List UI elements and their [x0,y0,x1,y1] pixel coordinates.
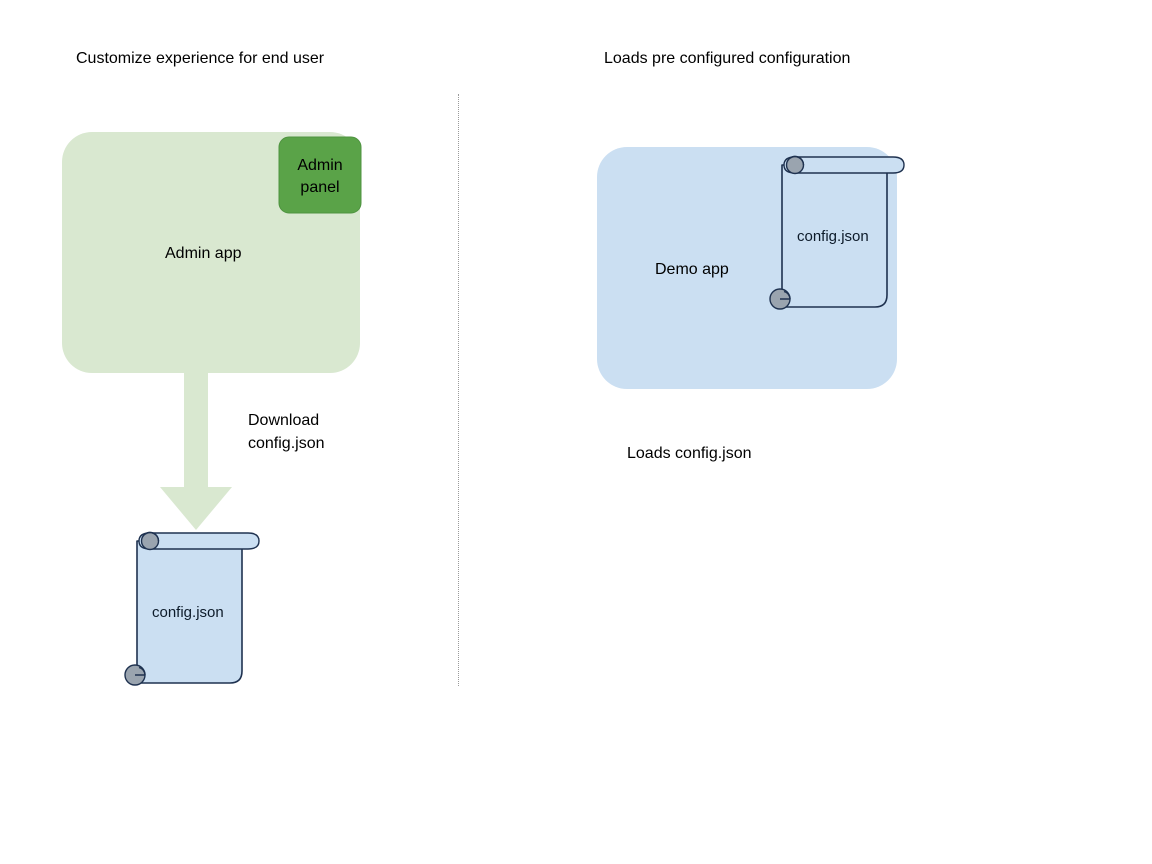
document-left-body[interactable] [136,540,243,684]
download-arrow [160,373,232,530]
admin-panel-label-line2: panel [300,179,340,196]
document-left-top-roll [138,532,260,550]
loads-config-caption: Loads config.json [627,445,752,462]
admin-panel-box[interactable] [278,136,362,214]
download-arrow-label-line2: config.json [248,435,325,452]
heading-right: Loads pre configured configuration [604,50,851,67]
panel-divider [458,94,459,686]
document-right-label: config.json [797,228,869,245]
download-arrow-label-line1: Download [248,412,320,429]
document-right-top-roll-curl [789,155,805,166]
admin-panel-label: Admin panel [280,155,360,199]
admin-panel-label-line1: Admin [297,157,343,174]
document-right-body[interactable] [781,164,888,308]
document-right-top-roll [783,156,905,174]
document-left-top-roll-curl [144,531,160,542]
heading-left: Customize experience for end user [76,50,325,67]
document-right-bottom-roll-curl [780,290,791,300]
document-left-label: config.json [152,604,224,621]
document-left-bottom-roll-curl [135,666,146,676]
admin-app-label: Admin app [165,245,242,262]
demo-app-label: Demo app [655,261,729,278]
download-arrow-label: Download config.json [248,409,325,455]
